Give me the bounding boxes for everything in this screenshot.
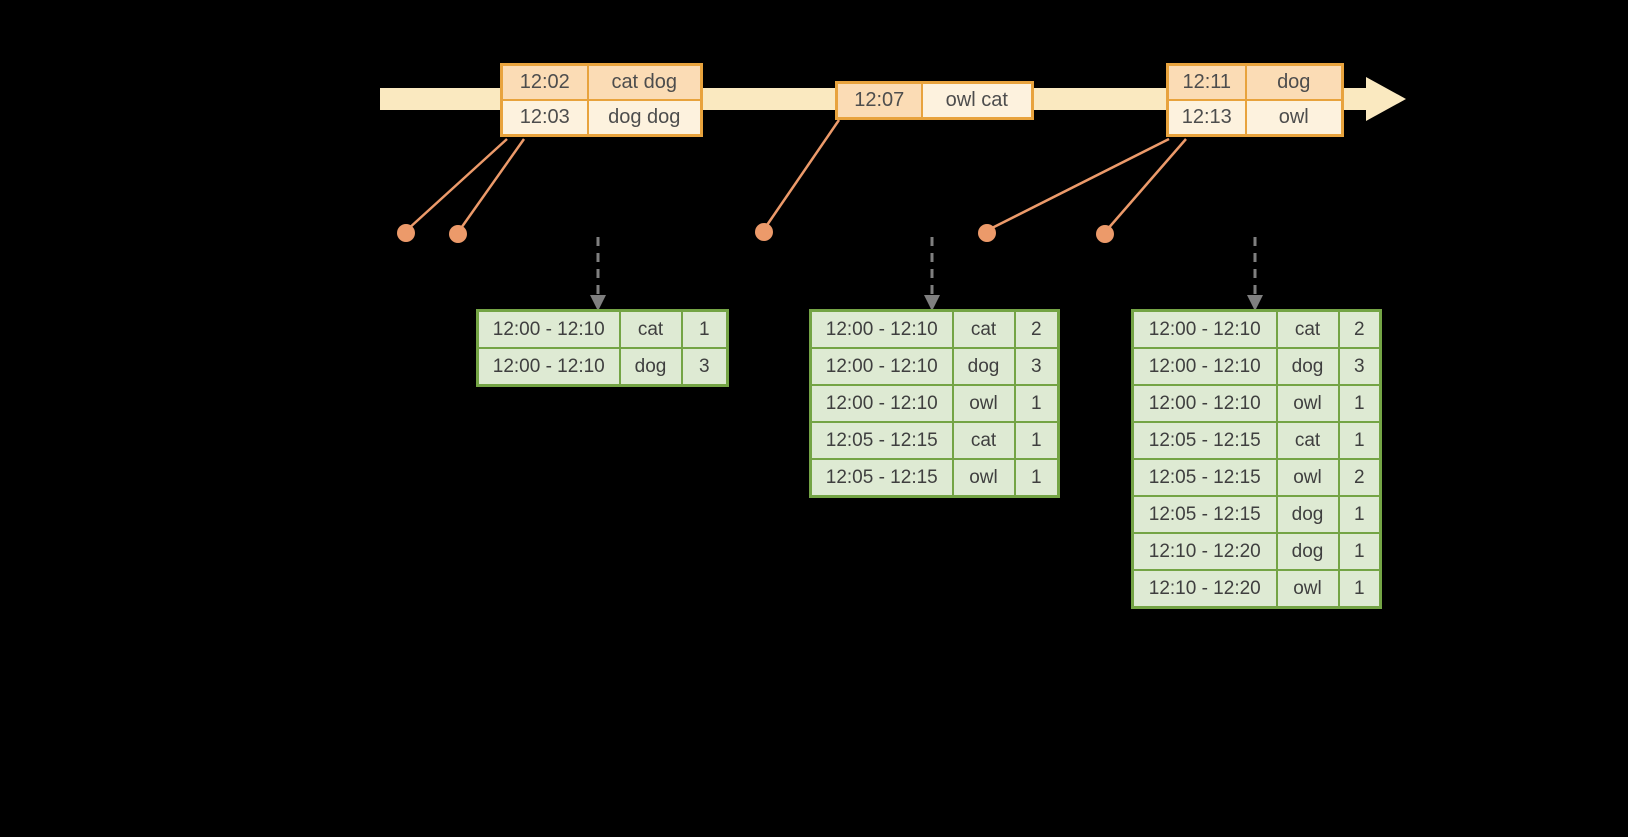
event-time-cell: 12:03 — [500, 99, 589, 137]
event-connectors — [406, 119, 1187, 232]
timeline-arrowhead-icon — [1366, 77, 1406, 121]
event-connector-line-5 — [1105, 138, 1187, 232]
word-cell: dog — [1275, 532, 1340, 571]
trigger-arrow-icon-2 — [924, 237, 940, 311]
event-time-cell: 12:13 — [1166, 99, 1247, 137]
result-row: 12:00 - 12:10 cat 2 — [1131, 309, 1382, 349]
word-cell: cat — [951, 421, 1016, 460]
event-connector-line-1 — [406, 138, 508, 231]
window-cell: 12:00 - 12:10 — [476, 309, 621, 349]
word-cell: cat — [1275, 421, 1340, 460]
result-row: 12:05 - 12:15 owl 2 — [1131, 458, 1382, 497]
event-dots — [397, 223, 1114, 243]
window-cell: 12:00 - 12:10 — [1131, 347, 1278, 386]
event-dot-5 — [1096, 225, 1114, 243]
event-dot-3 — [755, 223, 773, 241]
word-cell: owl — [1275, 569, 1340, 609]
window-cell: 12:00 - 12:10 — [809, 309, 954, 349]
result-row: 12:00 - 12:10 owl 1 — [1131, 384, 1382, 423]
result-table-2: 12:00 - 12:10 cat 2 12:00 - 12:10 dog 3 … — [809, 309, 1060, 498]
result-row: 12:05 - 12:15 owl 1 — [809, 458, 1060, 498]
result-row: 12:00 - 12:10 dog 3 — [1131, 347, 1382, 386]
window-cell: 12:00 - 12:10 — [1131, 309, 1278, 349]
count-cell: 2 — [1337, 458, 1382, 497]
result-row: 12:05 - 12:15 cat 1 — [809, 421, 1060, 460]
count-cell: 1 — [1337, 532, 1382, 571]
event-table-2: 12:07 owl cat — [835, 81, 1034, 120]
count-cell: 1 — [1013, 384, 1060, 423]
count-cell: 1 — [1337, 421, 1382, 460]
word-cell: dog — [1275, 347, 1340, 386]
event-table-3: 12:11 dog 12:13 owl — [1166, 63, 1344, 137]
result-row: 12:00 - 12:10 dog 3 — [809, 347, 1060, 386]
count-cell: 3 — [1013, 347, 1060, 386]
event-time-cell: 12:07 — [835, 81, 923, 120]
count-cell: 3 — [1337, 347, 1382, 386]
event-row: 12:03 dog dog — [500, 99, 703, 137]
window-cell: 12:00 - 12:10 — [809, 384, 954, 423]
window-cell: 12:05 - 12:15 — [1131, 495, 1278, 534]
event-words-cell: cat dog — [586, 63, 703, 101]
window-cell: 12:00 - 12:10 — [809, 347, 954, 386]
word-cell: owl — [1275, 384, 1340, 423]
event-words-cell: dog dog — [586, 99, 703, 137]
event-row: 12:07 owl cat — [835, 81, 1034, 120]
event-table-1: 12:02 cat dog 12:03 dog dog — [500, 63, 703, 137]
event-connector-line-3 — [763, 119, 841, 229]
word-cell: dog — [618, 347, 683, 387]
count-cell: 1 — [1337, 384, 1382, 423]
word-cell: cat — [951, 309, 1016, 349]
count-cell: 1 — [1013, 421, 1060, 460]
event-row: 12:11 dog — [1166, 63, 1344, 101]
word-cell: owl — [951, 384, 1016, 423]
window-cell: 12:10 - 12:20 — [1131, 569, 1278, 609]
event-row: 12:13 owl — [1166, 99, 1344, 137]
event-row: 12:02 cat dog — [500, 63, 703, 101]
count-cell: 2 — [1013, 309, 1060, 349]
word-cell: cat — [618, 309, 683, 349]
result-row: 12:00 - 12:10 cat 2 — [809, 309, 1060, 349]
result-row: 12:00 - 12:10 cat 1 — [476, 309, 729, 349]
count-cell: 1 — [680, 309, 729, 349]
event-connector-line-4 — [987, 137, 1170, 232]
result-table-1: 12:00 - 12:10 cat 1 12:00 - 12:10 dog 3 — [476, 309, 729, 387]
event-words-cell: owl — [1244, 99, 1344, 137]
trigger-arrows — [590, 237, 1263, 311]
event-dot-1 — [397, 224, 415, 242]
count-cell: 2 — [1337, 309, 1382, 349]
result-row: 12:05 - 12:15 cat 1 — [1131, 421, 1382, 460]
event-time-cell: 12:02 — [500, 63, 589, 101]
word-cell: owl — [1275, 458, 1340, 497]
result-row: 12:10 - 12:20 owl 1 — [1131, 569, 1382, 609]
result-table-3: 12:00 - 12:10 cat 2 12:00 - 12:10 dog 3 … — [1131, 309, 1382, 609]
event-dot-4 — [978, 224, 996, 242]
count-cell: 1 — [1013, 458, 1060, 498]
window-cell: 12:00 - 12:10 — [476, 347, 621, 387]
result-row: 12:10 - 12:20 dog 1 — [1131, 532, 1382, 571]
count-cell: 1 — [1337, 569, 1382, 609]
window-cell: 12:05 - 12:15 — [809, 421, 954, 460]
count-cell: 3 — [680, 347, 729, 387]
window-cell: 12:05 - 12:15 — [1131, 421, 1278, 460]
trigger-arrow-icon-3 — [1247, 237, 1263, 311]
word-cell: dog — [951, 347, 1016, 386]
event-connector-line-2 — [457, 138, 526, 232]
word-cell: owl — [951, 458, 1016, 498]
event-words-cell: owl cat — [920, 81, 1034, 120]
result-row: 12:05 - 12:15 dog 1 — [1131, 495, 1382, 534]
window-cell: 12:00 - 12:10 — [1131, 384, 1278, 423]
window-cell: 12:05 - 12:15 — [1131, 458, 1278, 497]
result-row: 12:00 - 12:10 owl 1 — [809, 384, 1060, 423]
window-cell: 12:05 - 12:15 — [809, 458, 954, 498]
trigger-arrow-icon-1 — [590, 237, 606, 311]
window-cell: 12:10 - 12:20 — [1131, 532, 1278, 571]
event-time-cell: 12:11 — [1166, 63, 1247, 101]
event-words-cell: dog — [1244, 63, 1344, 101]
word-cell: cat — [1275, 309, 1340, 349]
word-cell: dog — [1275, 495, 1340, 534]
result-row: 12:00 - 12:10 dog 3 — [476, 347, 729, 387]
count-cell: 1 — [1337, 495, 1382, 534]
event-dot-2 — [449, 225, 467, 243]
